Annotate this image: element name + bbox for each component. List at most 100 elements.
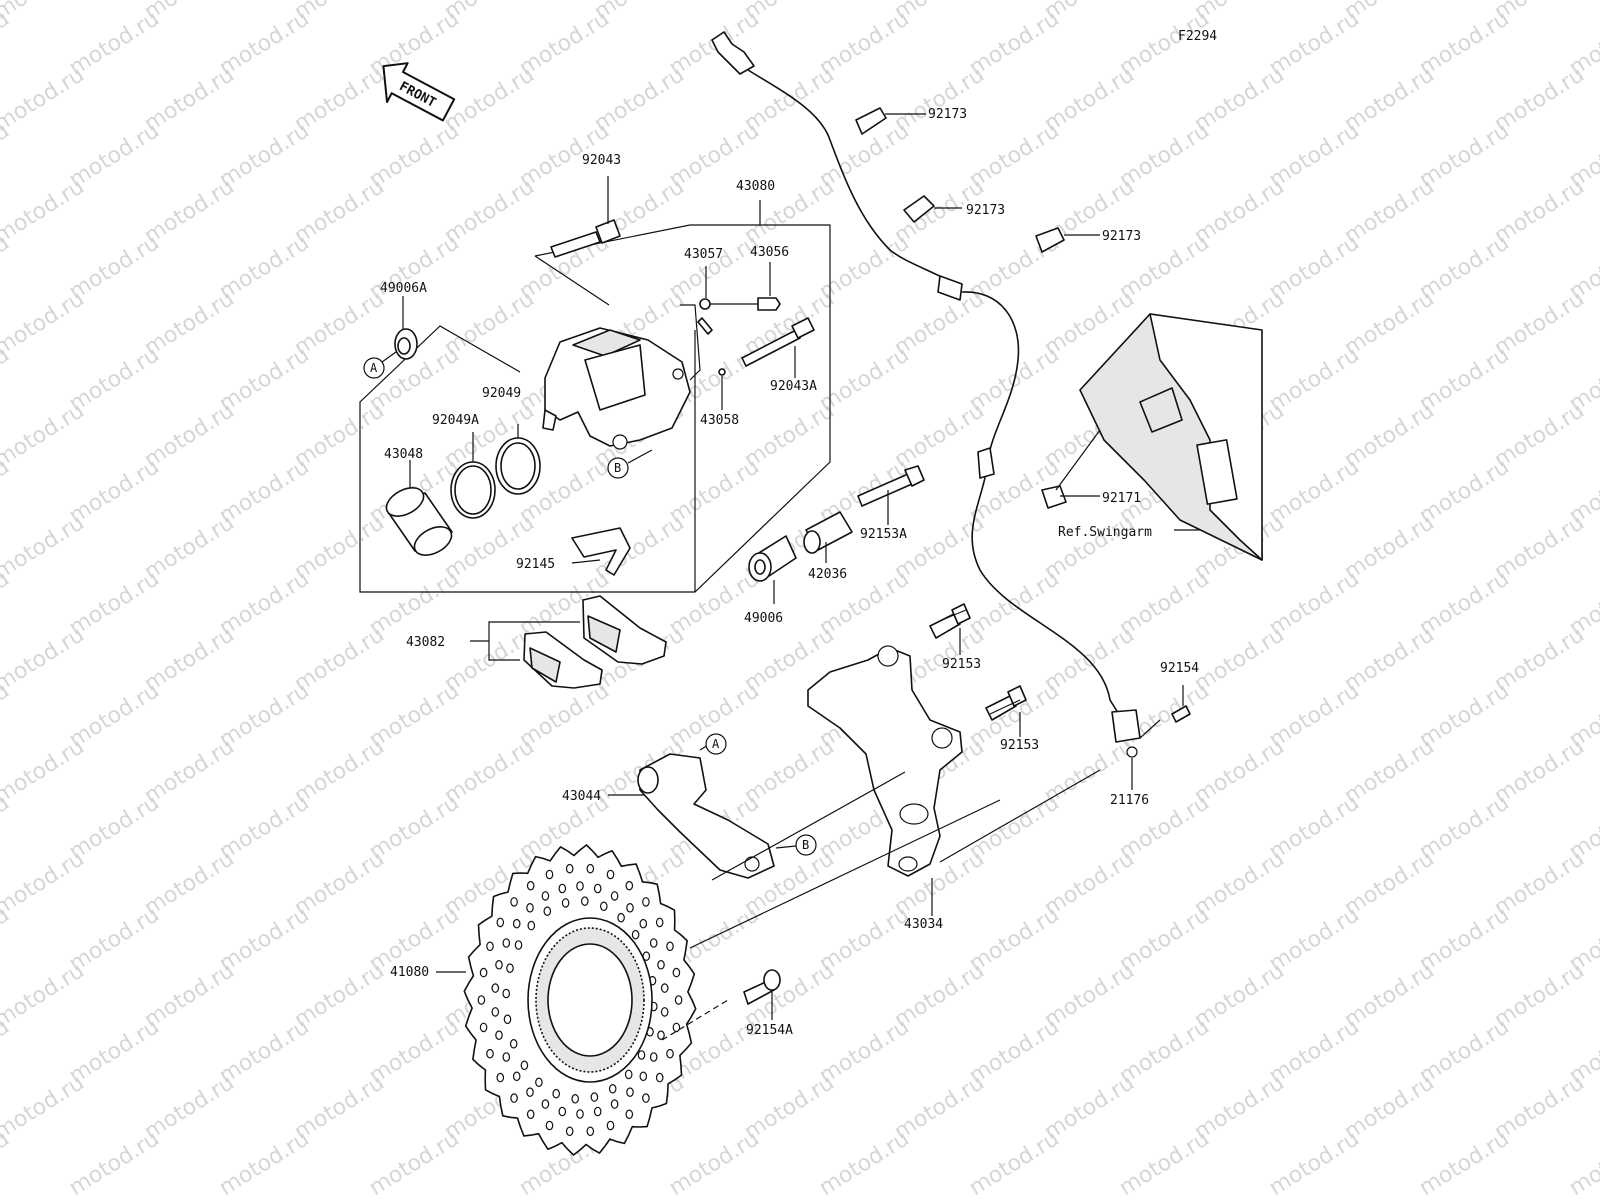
disc-hole xyxy=(502,1052,511,1062)
disc-hole xyxy=(526,902,534,913)
label-49006: 49006 xyxy=(744,611,783,626)
disc-hole xyxy=(479,1022,488,1033)
brake-pads-43082 xyxy=(470,595,667,689)
ref-tag-a-bracket: A xyxy=(699,733,727,755)
watermark-text: motod.ru xyxy=(815,1126,914,1200)
disc-hole xyxy=(637,1050,646,1060)
disc-hole xyxy=(486,1048,494,1059)
assembly-guide-lines xyxy=(661,609,1161,1041)
label-ref-swingarm: Ref.Swingarm xyxy=(1058,525,1152,540)
watermark-text: motod.ru xyxy=(0,286,89,361)
disc-hole xyxy=(526,880,535,891)
label-41080: 41080 xyxy=(390,965,429,980)
disc-hole xyxy=(477,995,486,1005)
brake-disc-41080 xyxy=(436,844,697,1156)
label-92173-mid: 92173 xyxy=(966,203,1005,218)
abs-sensor-cable xyxy=(711,31,1191,790)
svg-text:B: B xyxy=(802,838,809,852)
disc-hole xyxy=(526,1087,534,1097)
label-43044: 43044 xyxy=(562,789,601,804)
disc-hole xyxy=(610,1099,619,1109)
disc-hole xyxy=(545,869,554,880)
diagram-code: F2294 xyxy=(1178,29,1217,44)
watermark-text: motod.ru xyxy=(1415,1126,1514,1200)
disc-hole xyxy=(543,906,552,916)
disc-hole xyxy=(479,967,488,978)
pin-92043A xyxy=(741,317,815,378)
svg-text:A: A xyxy=(712,737,720,751)
disc-hole xyxy=(672,967,681,978)
slide-pin-group xyxy=(748,465,925,604)
disc-hole xyxy=(606,869,615,880)
watermark-text: motod.ru xyxy=(0,1070,89,1145)
label-43082: 43082 xyxy=(406,635,445,650)
watermark-text: motod.ru xyxy=(0,958,89,1033)
swingarm-reference xyxy=(1041,313,1263,561)
disc-hole xyxy=(626,902,634,913)
disc-hole xyxy=(580,896,589,906)
disc-hole xyxy=(486,941,494,952)
disc-hole xyxy=(509,1039,518,1049)
disc-hole xyxy=(655,1072,664,1083)
watermark-text: motod.ru xyxy=(0,0,89,25)
disc-hole xyxy=(496,917,505,928)
disc-hole xyxy=(561,898,570,908)
bracket-43044 xyxy=(608,753,775,879)
disc-hole xyxy=(625,1109,634,1120)
callout-labels: 92043 43080 43057 43056 49006A 92043A 92… xyxy=(380,107,1199,1038)
disc-hole xyxy=(657,1030,665,1040)
label-49006A: 49006A xyxy=(380,281,427,296)
disc-hole xyxy=(599,901,608,912)
disc-hole xyxy=(606,1120,615,1131)
watermark-text: motod.ru xyxy=(0,622,89,697)
label-43034: 43034 xyxy=(904,917,943,932)
label-92043: 92043 xyxy=(582,153,621,168)
label-92153-upper: 92153 xyxy=(942,657,981,672)
disc-hole xyxy=(512,918,521,929)
disc-hole xyxy=(608,1084,617,1094)
watermark-text: motod.ru xyxy=(0,510,89,585)
disc-hole xyxy=(502,988,511,999)
disc-hole xyxy=(655,917,664,928)
disc-hole xyxy=(672,1022,681,1033)
label-92154: 92154 xyxy=(1160,661,1199,676)
disc-hole xyxy=(593,1106,602,1117)
disc-hole xyxy=(586,1126,595,1137)
label-92173-top: 92173 xyxy=(928,107,967,122)
label-43058: 43058 xyxy=(700,413,739,428)
disc-hole xyxy=(660,1007,669,1017)
watermark-text: motod.ru xyxy=(0,398,89,473)
disc-hole xyxy=(496,1072,505,1083)
disc-hole xyxy=(590,1092,599,1102)
disc-hole xyxy=(626,1087,634,1097)
disc-hole xyxy=(565,863,574,874)
label-92153A: 92153A xyxy=(860,527,907,542)
label-92049: 92049 xyxy=(482,386,521,401)
disc-hole xyxy=(526,1109,535,1120)
cable-clips-92173 xyxy=(855,107,1100,253)
label-21176: 21176 xyxy=(1110,793,1149,808)
piston-43048 xyxy=(385,460,453,556)
label-43080: 43080 xyxy=(736,179,775,194)
label-92049A: 92049A xyxy=(432,413,479,428)
disc-hole xyxy=(527,920,536,931)
watermark-text: motod.ru xyxy=(1115,1126,1214,1200)
bracket-bolts-92153 xyxy=(929,603,1027,737)
ring-43058 xyxy=(718,368,726,376)
disc-hole xyxy=(649,938,658,948)
watermark-text: motod.ru xyxy=(365,1126,464,1200)
label-92171: 92171 xyxy=(1102,491,1141,506)
svg-text:B: B xyxy=(614,461,621,475)
disc-hole xyxy=(666,941,674,952)
disc-hole xyxy=(666,1048,674,1059)
disc-hole xyxy=(491,983,500,993)
watermark-text: motod.ru xyxy=(0,174,89,249)
disc-hole xyxy=(593,883,602,894)
pad-spring-92145 xyxy=(571,527,631,576)
disc-hole xyxy=(502,938,511,948)
disc-hole xyxy=(657,959,665,970)
disc-hole xyxy=(586,863,595,874)
disc-hole xyxy=(571,1094,580,1104)
watermark-text: motod.ru xyxy=(1265,1126,1364,1200)
cap-49006A xyxy=(394,296,418,360)
